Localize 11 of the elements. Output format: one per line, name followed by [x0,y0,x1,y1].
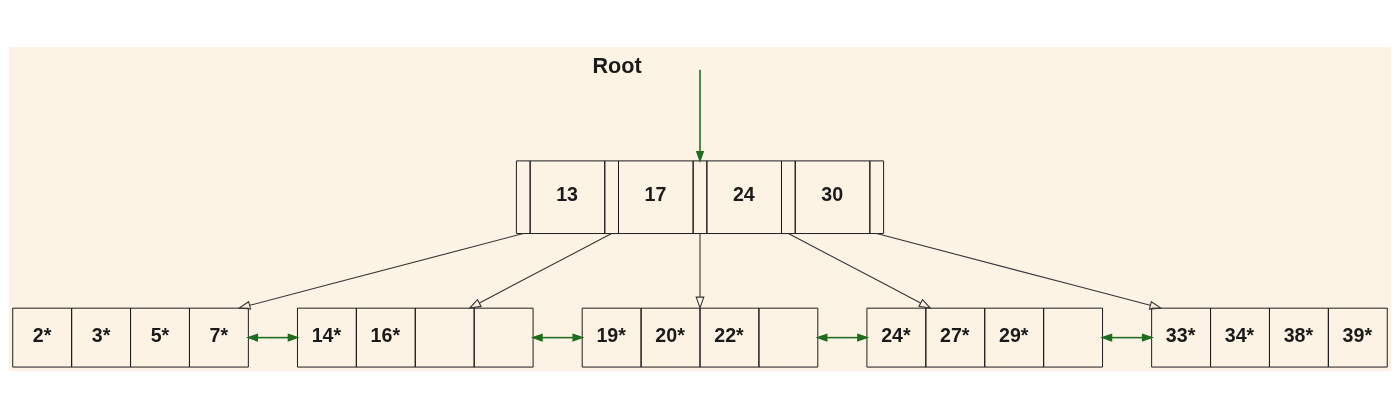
arrow [1100,332,1154,342]
arrow [815,332,870,342]
label: Root [592,52,642,78]
arrow [237,232,524,310]
arrow [468,232,613,309]
arrow [530,332,585,342]
arrow [787,232,932,309]
arrow [695,232,705,310]
arrow [246,332,300,342]
arrow [876,232,1163,310]
arrow [695,68,705,163]
